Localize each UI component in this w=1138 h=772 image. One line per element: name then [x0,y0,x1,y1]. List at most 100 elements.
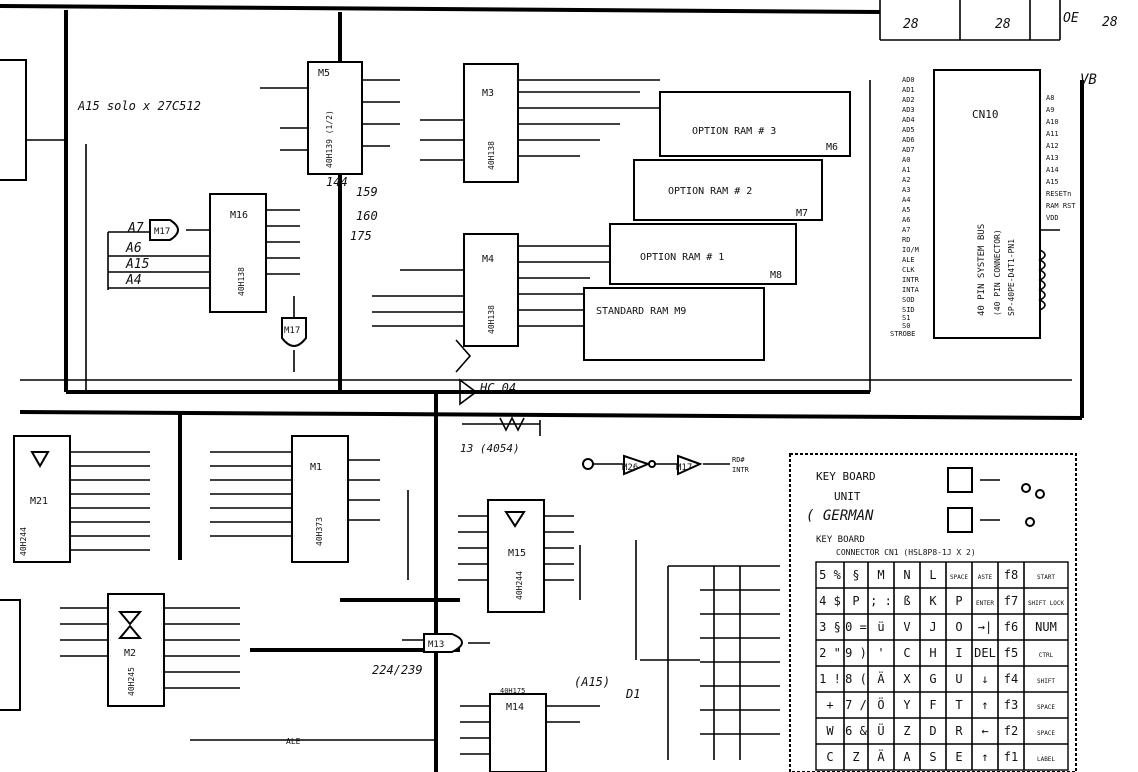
chip-m15: M15 40H244 [458,499,574,613]
cn10-pins-right: A8 A9 A10 A11 A12 A13 A14 A15 RESETn RAM… [1046,94,1076,222]
note-160: 160 [356,209,378,223]
key-label: R [955,724,963,738]
bus-pin: A9 [1046,106,1054,114]
key-label: Z [852,750,859,764]
chip-m3-part: 40H138 [487,141,496,170]
key-label: ß [903,594,910,608]
bus-pin: AD7 [902,146,915,154]
key-label: ENTER [976,600,994,607]
key-label: § [852,568,859,582]
label-oe: OE [1063,11,1079,26]
note-13: 13 (4054) [460,442,520,455]
bus-pin: ALE [902,256,915,264]
key-label: SPACE [950,574,968,581]
key-label: 1 ! [819,672,841,686]
gate-m17-a: M17 [149,219,210,241]
bus-pin: INTR [902,276,920,284]
bus-pin: A7 [902,226,910,234]
key-label: f6 [1004,620,1018,634]
key-label: L [929,568,936,582]
ram-m6: OPTION RAM # 3 M6 [659,91,851,157]
key-label: f7 [1004,594,1018,608]
note-144: 144 [326,175,348,189]
bus-pin: A14 [1046,166,1059,174]
chip-m5: M5 40H139 (1/2) [260,61,400,175]
bus-pin: STROBE [890,330,915,338]
note-175: 175 [350,229,372,243]
key-label: f3 [1004,698,1018,712]
key-label: CTRL [1039,652,1054,659]
key-label: f4 [1004,672,1018,686]
key-matrix-diodes [700,565,780,760]
key-label: N [903,568,910,582]
key-label: Z [903,724,910,738]
ram-m9-label: STANDARD RAM M9 [596,306,686,317]
key-label: D [929,724,936,738]
key-label: C [903,646,910,660]
key-label: SPACE [1037,704,1055,711]
ram-m8-ref: M8 [770,270,782,281]
key-label: 5 % [819,568,841,582]
chip-m5-ref: M5 [318,68,330,79]
bus-pin: RAM RST [1046,202,1076,210]
chip-m1: M1 40H373 [210,435,409,580]
chip-m3-ref: M3 [482,88,494,99]
note-d1: D1 [625,687,640,701]
chip-m1-part: 40H373 [315,517,324,546]
key-label: Y [903,698,911,712]
cn10-ref: CN10 [972,108,999,121]
bus-pin: AD2 [902,96,915,104]
key-label: SPACE [1037,730,1055,737]
bus-pin: AD5 [902,126,915,134]
chip-m14-part: 40H175 [500,687,525,695]
key-label: 9 ) [845,646,867,660]
key-label: C [826,750,833,764]
cn10-connector: CN10 40 PIN SYSTEM BUS (40 PIN CONNECTOR… [890,69,1076,339]
key-label: ↑ [981,698,988,712]
signal-rd: RD# [732,456,745,464]
bus-pin: A4 [902,196,910,204]
note-a15: A15 solo x 27C512 [77,99,201,113]
chip-m21-ref: M21 [30,496,48,507]
cn10-title: 40 PIN SYSTEM BUS [977,224,987,316]
key-label: NUM [1035,620,1057,634]
bus-lines [0,0,1084,772]
key-label: O [955,620,962,634]
chip-m1-ref: M1 [310,462,322,473]
key-label: 4 $ [819,594,841,608]
key-label: Ä [877,749,885,764]
chip-m16-part: 40H138 [237,267,246,296]
key-label: I [955,646,962,660]
chip-m2: M2 40H245 [60,593,240,707]
key-label: ; : [870,594,892,608]
note-a15b: A15 [125,257,150,272]
bus-pin: RD [902,236,910,244]
bus-pin: A6 [902,216,910,224]
key-label: f2 [1004,724,1018,738]
gate-m13-ref: M13 [428,640,444,650]
chip-m5-part: 40H139 (1/2) [325,110,334,168]
bus-pin: S0 [902,322,910,330]
key-label: f1 [1004,750,1018,764]
key-label: X [903,672,911,686]
keyboard-unit-label: UNIT [834,490,861,503]
key-label: SHIFT [1037,678,1055,685]
signal-intr: INTR [732,466,750,474]
key-label: ← [981,724,988,738]
bus-pin: A3 [902,186,910,194]
key-grid [815,561,1069,771]
note-a4: A4 [125,273,142,288]
gate-m13: M13 [402,633,490,653]
chip-m2-part: 40H245 [127,667,136,696]
ram-m7-label: OPTION RAM # 2 [668,186,752,197]
note-a15c: (A15) [574,675,610,689]
bus-pin: A1 [902,166,910,174]
top-right-labels: 28 28 OE 28 VB [903,11,1118,88]
bus-pin: AD1 [902,86,915,94]
key-label: ' [877,646,884,660]
chip-m4: M4 40H138 [372,233,610,347]
key-label: →| [978,620,992,634]
key-label: V [903,620,910,634]
key-label: P [955,594,962,608]
